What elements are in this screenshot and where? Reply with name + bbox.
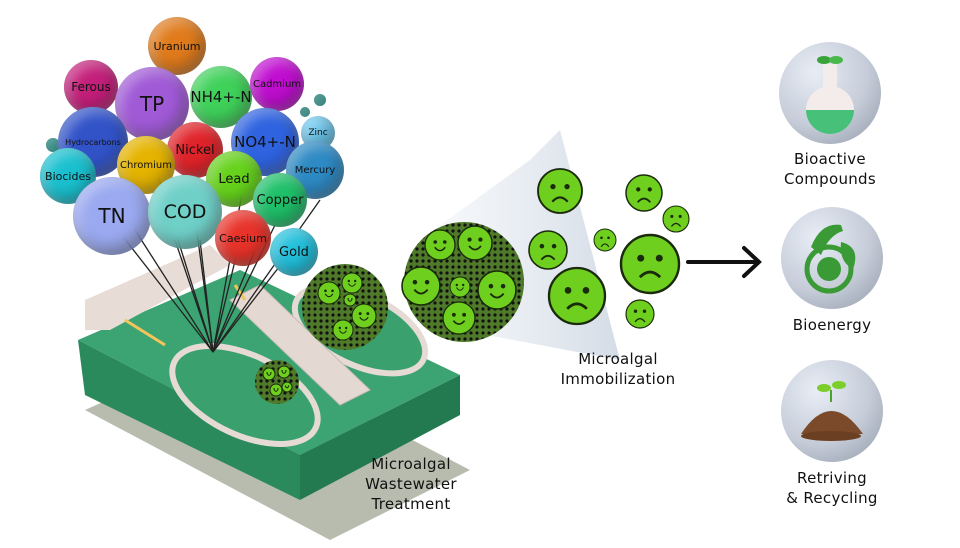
pollutant-label: Cadmium [252, 78, 302, 90]
pollutant-label: Ferous [71, 80, 111, 94]
label-line: Wastewater [365, 475, 457, 493]
algae-cell [442, 301, 476, 335]
algae-cell [343, 293, 357, 307]
flask-icon [779, 42, 881, 144]
label-line: Bioactive [794, 150, 866, 168]
arrow-icon [686, 246, 762, 278]
algae-cell [351, 303, 377, 329]
pollutant-balloon: TN [73, 177, 151, 255]
label-wastewater-treatment: Microalgal Wastewater Treatment [352, 454, 470, 514]
fuel-pump-earth-icon [781, 207, 883, 309]
pollutant-label: Hydrocarbons [65, 137, 121, 147]
back-wall [85, 245, 230, 330]
pollutant-label: Lead [218, 171, 250, 187]
algae-cell [332, 319, 354, 341]
algae-cell [528, 230, 568, 270]
pollutant-label: Copper [256, 192, 304, 208]
pollutant-label: Biocides [45, 169, 91, 183]
pollutant-label: Uranium [153, 39, 201, 53]
pollutant-label: NH4+-N [190, 88, 252, 106]
algae-cell [262, 367, 276, 381]
algae-cell [547, 266, 607, 326]
walkway [229, 284, 371, 406]
algae-cell [619, 233, 681, 295]
pollutant-label: Caesium [219, 231, 267, 245]
decor-dot [300, 107, 310, 117]
pollutant-label: Chromium [120, 159, 172, 171]
algae-cell [401, 266, 441, 306]
algae-cell [457, 225, 493, 261]
algae-cell [662, 205, 690, 233]
pollutant-label: Mercury [294, 164, 336, 176]
output-label-recycling: Retriving & Recycling [772, 468, 892, 508]
label-line: Immobilization [560, 370, 676, 388]
pollutant-balloon: Cadmium [250, 57, 304, 111]
pollutant-balloon: Caesium [215, 210, 271, 266]
decor-dot [314, 94, 326, 106]
label-line: & Recycling [786, 489, 878, 507]
pollutant-label: TP [139, 92, 165, 116]
label-line: Microalgal [578, 350, 658, 368]
pollutant-label: COD [163, 201, 207, 223]
algae-cell [593, 228, 617, 252]
label-line: Bioenergy [792, 316, 872, 334]
algae-cell [449, 276, 471, 298]
algae-cell [317, 281, 341, 305]
pollutant-balloon: Uranium [148, 17, 206, 75]
pollutant-label: NO4+-N [234, 133, 296, 151]
pond-block-right [300, 375, 460, 500]
pollutant-balloon: Gold [270, 228, 318, 276]
algae-cell [537, 168, 583, 214]
pond-block-left [78, 340, 300, 500]
output-label-bioenergy: Bioenergy [772, 315, 892, 335]
pollutant-label: TN [98, 204, 126, 228]
pollutant-balloon: COD [148, 175, 222, 249]
algae-cell [281, 381, 293, 393]
algae-cell [269, 383, 283, 397]
soil-sprout-icon [781, 360, 883, 462]
label-line: Retriving [797, 469, 867, 487]
label-immobilization: Microalgal Immobilization [548, 349, 688, 389]
decor-dot [46, 138, 60, 152]
algae-cell [341, 272, 363, 294]
pollutant-label: Gold [279, 244, 309, 260]
label-line: Microalgal [371, 455, 451, 473]
pollutant-balloon: Ferous [64, 60, 118, 114]
algae-cell [625, 174, 663, 212]
algae-cell [477, 270, 517, 310]
algae-cell [424, 229, 456, 261]
pollutant-label: Zinc [308, 128, 328, 138]
label-line: Compounds [783, 170, 876, 188]
pollutant-label: Nickel [175, 142, 215, 158]
label-line: Treatment [371, 495, 451, 513]
algae-cell [625, 299, 655, 329]
algae-cell [277, 365, 291, 379]
output-label-bioactive: Bioactive Compounds [770, 149, 890, 189]
